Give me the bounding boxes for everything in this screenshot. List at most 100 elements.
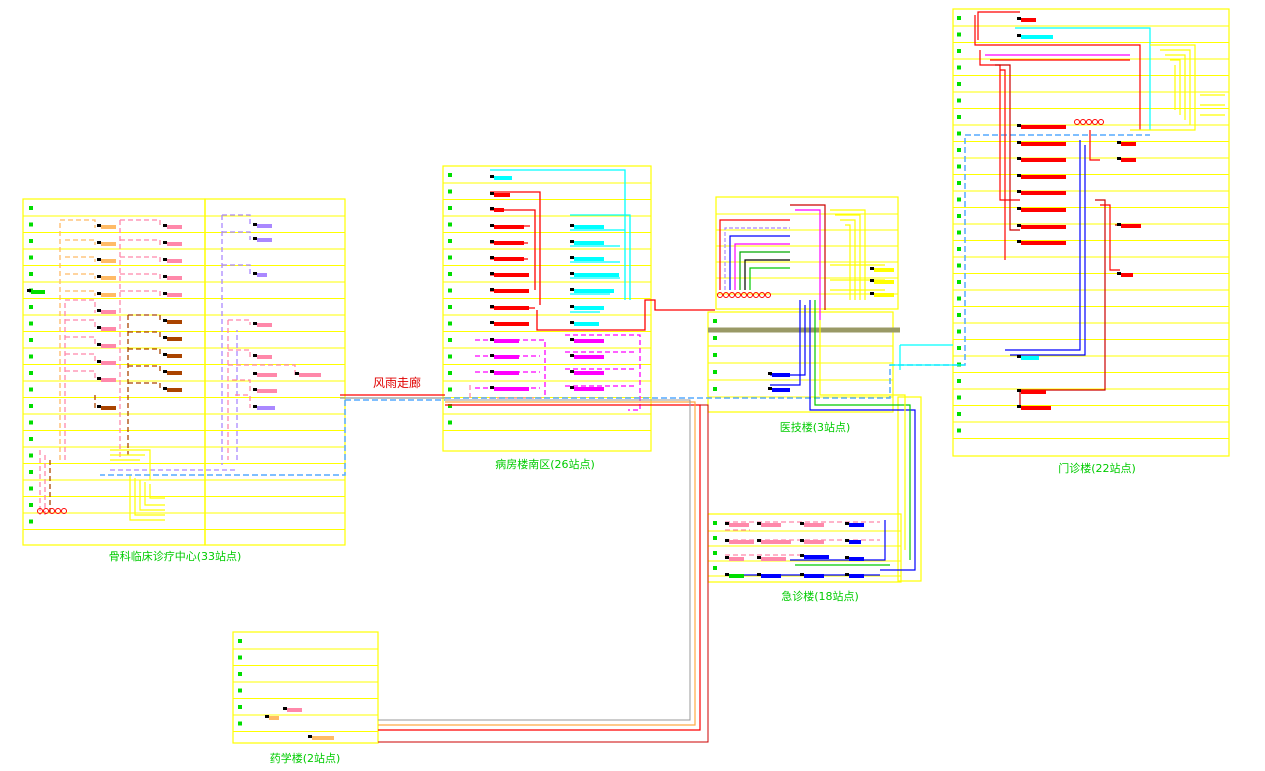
terminal-bar <box>574 257 604 261</box>
station-marker <box>29 453 33 458</box>
terminal-bar <box>1021 142 1066 146</box>
terminal-bar <box>101 378 116 382</box>
terminal-cap <box>570 370 574 373</box>
terminal-cap <box>163 387 167 390</box>
terminal-bar <box>574 355 604 359</box>
terminal-cap <box>757 556 761 559</box>
station-marker <box>29 321 33 326</box>
terminal-cap <box>570 256 574 259</box>
station-marker <box>957 131 961 136</box>
terminal-cap <box>490 224 494 227</box>
station-marker <box>238 639 242 643</box>
terminal-bar <box>299 373 321 377</box>
station-marker <box>957 82 961 86</box>
terminal-bar <box>1021 191 1066 195</box>
terminal-bar <box>761 574 781 578</box>
terminal-cap <box>308 735 312 738</box>
terminal-cap <box>490 338 494 341</box>
terminal-cap <box>1017 224 1021 227</box>
terminal-cap <box>295 372 299 375</box>
terminal-cap <box>800 573 804 576</box>
terminal-bar <box>761 557 786 561</box>
station-marker <box>957 247 961 251</box>
terminal-bar <box>101 225 116 229</box>
jizhen-pipes <box>725 520 890 576</box>
station-marker <box>238 655 242 660</box>
terminal-bar <box>574 289 614 293</box>
terminal-bar <box>574 273 619 277</box>
terminal-bar <box>1121 158 1136 162</box>
terminal-bar <box>167 225 182 229</box>
terminal-cap <box>490 175 494 178</box>
terminal-bar <box>167 242 182 246</box>
station-marker <box>29 387 33 392</box>
terminal-cap <box>1017 355 1021 358</box>
station-marker <box>29 354 33 359</box>
label-yiji: 医技楼(3站点) <box>780 420 851 434</box>
terminal-bar <box>804 574 824 578</box>
terminal-cap <box>570 354 574 357</box>
terminal-cap <box>800 522 804 525</box>
terminal-cap <box>283 707 287 710</box>
terminal-bar <box>287 708 302 712</box>
labels: 骨科临床诊疗中心(33站点) 病房楼南区(26站点) 医技楼(3站点) 门诊楼(… <box>109 375 1136 765</box>
terminal-bar <box>167 371 182 375</box>
terminal-cap <box>870 267 874 270</box>
station-marker <box>29 255 33 260</box>
station-marker <box>957 49 961 53</box>
terminal-cap <box>1017 207 1021 210</box>
station-marker <box>29 206 33 210</box>
terminal-cap <box>870 279 874 282</box>
station-marker <box>957 197 961 202</box>
terminal-bar <box>101 361 116 365</box>
station-marker <box>448 420 452 425</box>
station-marker <box>29 437 33 441</box>
station-marker <box>957 346 961 350</box>
terminal-cap <box>1017 157 1021 160</box>
terminal-cap <box>1117 157 1121 160</box>
riser-node <box>37 508 43 514</box>
station-marker <box>448 305 452 309</box>
station-marker <box>29 470 33 474</box>
station-marker <box>713 551 717 555</box>
terminal-cap <box>97 360 101 363</box>
riser-node <box>61 508 67 514</box>
terminal-bar <box>729 557 744 561</box>
terminal-cap <box>27 289 31 292</box>
terminal-bar <box>167 354 182 358</box>
station-marker <box>29 305 33 309</box>
label-corridor: 风雨走廊 <box>373 375 421 390</box>
station-marker <box>448 321 452 326</box>
label-yaoxue: 药学楼(2站点) <box>270 751 341 765</box>
terminal-cap <box>1017 405 1021 408</box>
riser-node <box>49 508 55 514</box>
terminal-cap <box>253 223 257 226</box>
terminal-bar <box>772 388 790 392</box>
terminal-bar <box>167 388 182 392</box>
terminal-cap <box>163 336 167 339</box>
station-marker <box>713 536 717 540</box>
station-marker <box>957 16 961 20</box>
station-marker <box>957 313 961 317</box>
terminal-bar <box>494 322 529 326</box>
terminal-bar <box>101 327 116 331</box>
terminal-bar <box>574 241 604 245</box>
terminal-bar <box>101 276 116 280</box>
station-marker <box>957 280 961 284</box>
terminal-cap <box>768 387 772 390</box>
guke-pipes <box>39 214 296 521</box>
terminal-cap <box>768 372 772 375</box>
station-marker <box>957 115 961 119</box>
riser-node <box>55 508 61 514</box>
terminal-bar <box>167 293 182 297</box>
terminal-cap <box>253 405 257 408</box>
terminal-bar <box>494 193 510 197</box>
terminal-bars <box>27 17 1141 740</box>
terminal-bar <box>494 225 524 229</box>
riser-node <box>729 292 735 298</box>
riser-node <box>43 508 49 514</box>
terminal-cap <box>253 322 257 325</box>
terminal-bar <box>1021 225 1066 229</box>
terminal-bar <box>257 389 277 393</box>
